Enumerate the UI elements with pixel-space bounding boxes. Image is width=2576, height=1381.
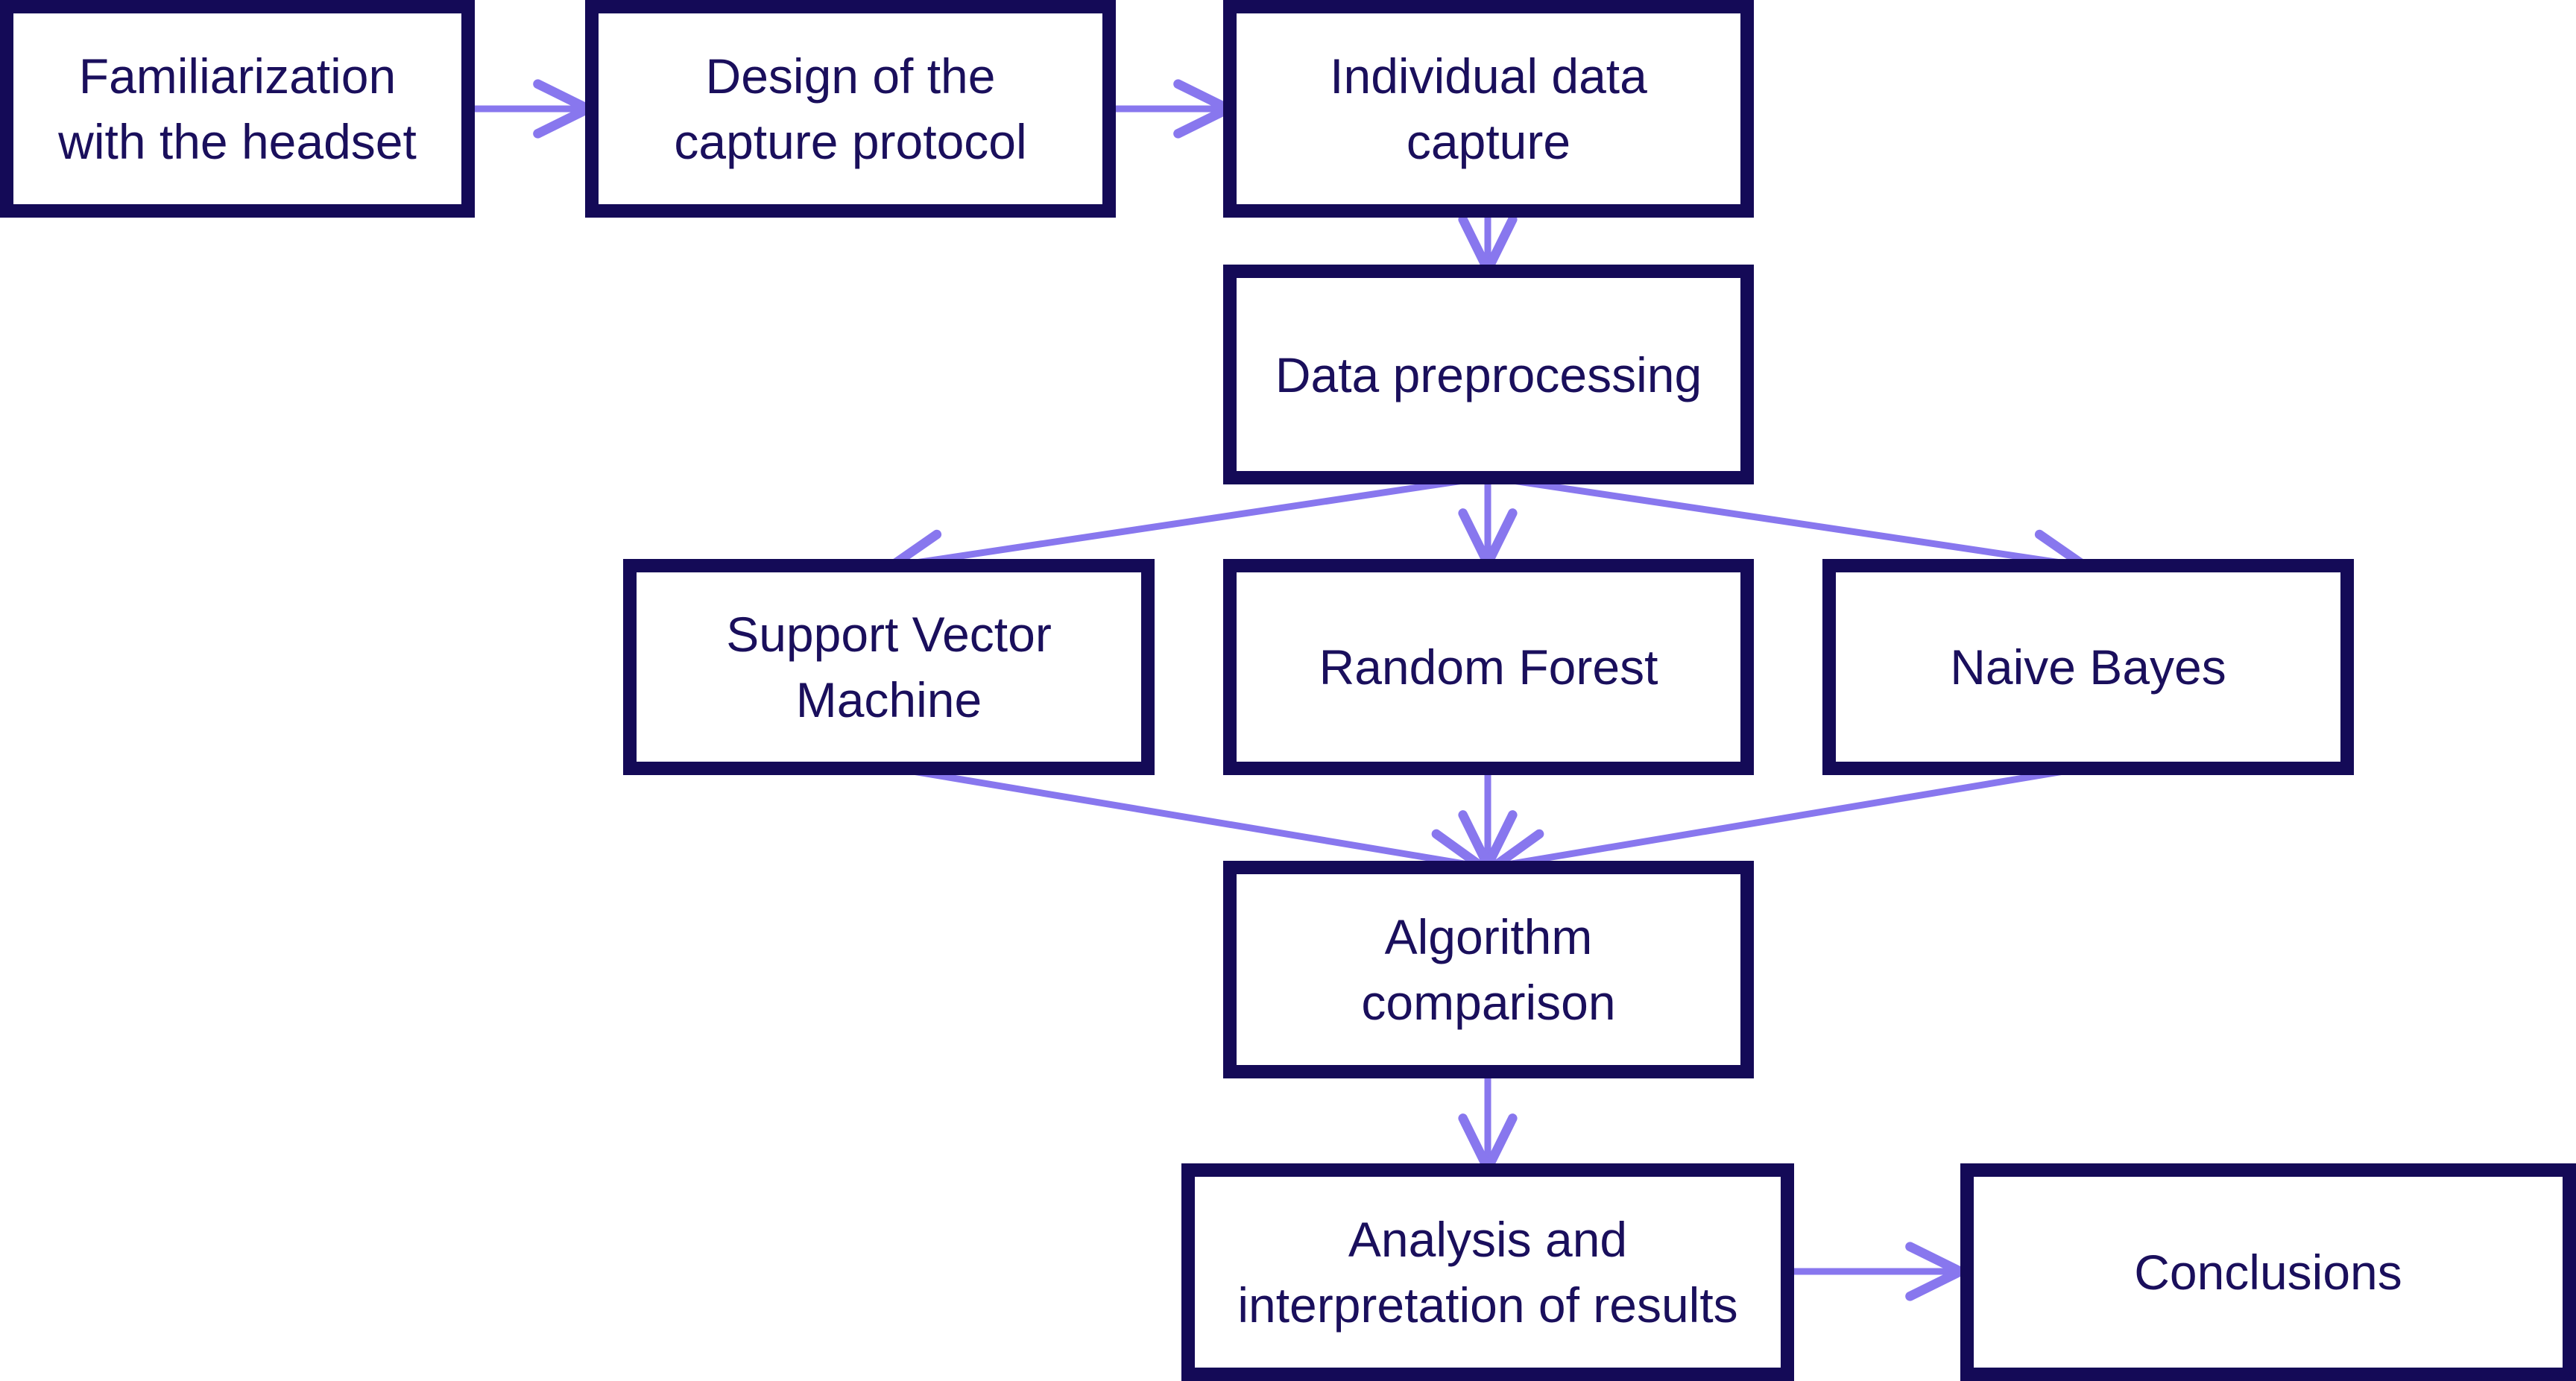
node-naive-bayes: Naive Bayes xyxy=(1822,559,2354,775)
node-data-preprocessing-label: Data preprocessing xyxy=(1275,347,1702,402)
node-conclusions: Conclusions xyxy=(1960,1163,2576,1381)
arrow-preprocessing-to-nb xyxy=(1487,473,2091,589)
node-naive-bayes-label: Naive Bayes xyxy=(1950,639,2226,695)
node-design-protocol-label: Design of the capture protocol xyxy=(674,48,1027,169)
node-analysis-results-label: Analysis and interpretation of results xyxy=(1237,1212,1738,1333)
node-data-capture: Individual data capture xyxy=(1223,0,1754,218)
node-svm: Support Vector Machine xyxy=(623,559,1155,775)
node-svm-label: Support Vector Machine xyxy=(726,607,1052,727)
node-familiarization: Familiarization with the headset xyxy=(0,0,475,218)
arrow-nb-to-comparison xyxy=(1489,764,2086,888)
node-analysis-results: Analysis and interpretation of results xyxy=(1181,1163,1794,1381)
node-random-forest-label: Random Forest xyxy=(1319,639,1658,695)
node-algorithm-comparison: Algorithm comparison xyxy=(1223,861,1754,1078)
arrow-svm-to-comparison xyxy=(890,764,1487,888)
node-algorithm-comparison-label: Algorithm comparison xyxy=(1361,909,1616,1030)
node-data-preprocessing: Data preprocessing xyxy=(1223,265,1754,484)
arrow-preprocessing-to-svm xyxy=(886,473,1489,589)
node-familiarization-label: Familiarization with the headset xyxy=(58,48,417,169)
node-conclusions-label: Conclusions xyxy=(2134,1245,2402,1300)
node-data-capture-label: Individual data capture xyxy=(1330,48,1647,169)
node-design-protocol: Design of the capture protocol xyxy=(585,0,1116,218)
node-random-forest: Random Forest xyxy=(1223,559,1754,775)
